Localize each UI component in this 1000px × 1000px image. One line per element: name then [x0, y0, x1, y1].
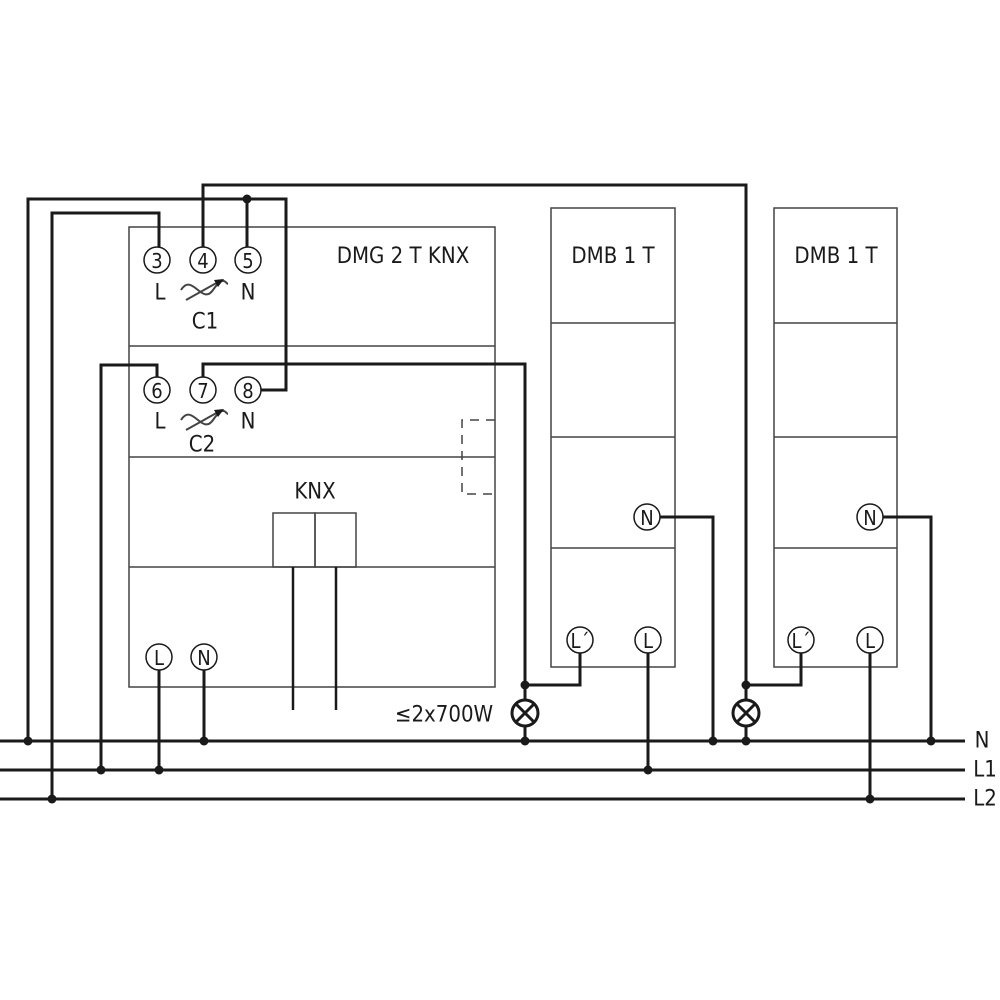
- dimmer-symbol-icon: [180, 279, 229, 301]
- l2-bus-label: L2: [973, 787, 997, 812]
- booster-1-n-terminal: N: [633, 503, 661, 531]
- lamp-1-icon: [510, 698, 540, 728]
- knx-terminal-right: [314, 512, 357, 568]
- booster-1-l-terminal: L: [634, 626, 662, 654]
- svg-text:N: N: [640, 506, 653, 530]
- booster-1-lout-terminal: L´: [566, 626, 594, 654]
- knx-terminal-left: [272, 512, 316, 568]
- n-bus-label: N: [975, 729, 990, 754]
- c2-n-label: N: [241, 410, 256, 435]
- svg-text:7: 7: [197, 379, 208, 403]
- dimmer-dmg-2-t-knx: DMG 2 T KNX KNX: [128, 226, 496, 710]
- junction-dots: [23, 194, 936, 804]
- dimmer-l-terminal: L: [145, 643, 173, 671]
- svg-text:8: 8: [242, 379, 253, 403]
- l1-bus-label: L1: [973, 758, 997, 783]
- dimmer-title: DMG 2 T KNX: [337, 244, 470, 269]
- dimmer-symbol-icon: [180, 409, 229, 431]
- dimmer-n-terminal: N: [190, 643, 218, 671]
- lamp-2-icon: [731, 698, 761, 728]
- booster-2-n-terminal: N: [856, 503, 884, 531]
- booster-2-l-terminal: L: [856, 626, 884, 654]
- booster-2-lout-terminal: L´: [787, 626, 815, 654]
- c2-label: C2: [189, 433, 215, 458]
- knx-label: KNX: [294, 480, 335, 505]
- booster-2: DMB 1 T: [773, 207, 898, 668]
- terminal-4: 4: [189, 246, 217, 274]
- load-label: ≤2x700W: [395, 703, 493, 728]
- terminal-8: 8: [234, 376, 262, 404]
- terminal-6: 6: [143, 376, 171, 404]
- svg-text:L: L: [154, 646, 164, 670]
- svg-text:6: 6: [151, 379, 162, 403]
- svg-text:4: 4: [197, 249, 208, 273]
- c1-label: C1: [192, 310, 218, 335]
- c2-l-label: L: [154, 410, 165, 435]
- c1-n-label: N: [241, 281, 256, 306]
- booster-1-title: DMB 1 T: [571, 244, 655, 269]
- booster-1: DMB 1 T: [550, 207, 676, 668]
- svg-text:L´: L´: [791, 629, 810, 653]
- svg-text:3: 3: [151, 249, 162, 273]
- terminal-7: 7: [189, 376, 217, 404]
- svg-text:N: N: [863, 506, 876, 530]
- svg-text:L´: L´: [570, 629, 589, 653]
- svg-text:L: L: [865, 629, 875, 653]
- wires: [0, 183, 965, 801]
- c1-l-label: L: [154, 281, 165, 306]
- terminal-3: 3: [143, 246, 171, 274]
- terminal-5: 5: [234, 246, 262, 274]
- svg-text:5: 5: [242, 249, 253, 273]
- svg-text:N: N: [197, 646, 210, 670]
- booster-2-title: DMB 1 T: [794, 244, 878, 269]
- dashed-connection-bracket: [461, 419, 495, 495]
- svg-text:L: L: [643, 629, 653, 653]
